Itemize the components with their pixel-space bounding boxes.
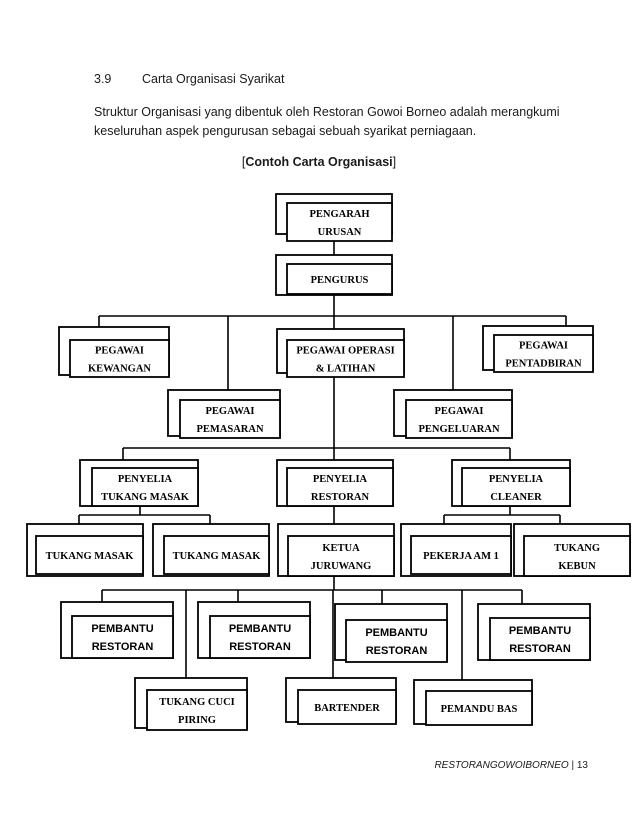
org-box-label: PEMBANTU <box>229 623 291 635</box>
org-box-frame <box>179 399 281 439</box>
org-box-label: RESTORAN <box>311 492 370 503</box>
org-box-frame <box>286 339 405 378</box>
org-box-frame <box>410 535 512 575</box>
org-box-pegawai-pengeluaran: PEGAWAI PENGELUARAN <box>393 389 513 439</box>
org-box-pengarah: PENGARAH URUSAN <box>275 193 393 242</box>
org-box-frame <box>71 615 174 659</box>
org-box-label: PEGAWAI <box>205 406 254 417</box>
org-box-penyelia-cleaner: PENYELIA CLEANER <box>451 459 571 507</box>
org-box-label: URUSAN <box>318 227 362 238</box>
org-box-pembantu-restoran-3: PEMBANTU RESTORAN <box>334 603 448 663</box>
org-box-frame <box>523 535 631 577</box>
org-box-frame <box>163 535 270 575</box>
org-box-label: RESTORAN <box>366 645 428 657</box>
chart-caption: [Contoh Carta Organisasi] <box>0 155 638 169</box>
page-footer: RESTORANGOWOIBORNEO | 13 <box>434 760 588 771</box>
org-box-bartender: BARTENDER <box>285 677 397 725</box>
org-box-label: PEGAWAI <box>434 406 483 417</box>
org-box-penyelia-restoran: PENYELIA RESTORAN <box>276 459 394 507</box>
org-box-label: TUKANG MASAK <box>173 551 262 562</box>
org-box-label: PEMBANTU <box>91 623 153 635</box>
caption-text: Contoh Carta Organisasi <box>245 155 393 169</box>
org-box-pembantu-restoran-4: PEMBANTU RESTORAN <box>477 603 591 661</box>
org-box-frame <box>286 202 393 242</box>
org-box-label: PEGAWAI <box>95 346 144 357</box>
org-box-label: JURUWANG <box>311 561 372 572</box>
org-box-label: TUKANG MASAK <box>46 551 135 562</box>
org-box-frame <box>425 690 533 726</box>
org-box-label: & LATIHAN <box>316 364 376 375</box>
org-box-label: PENTADBIRAN <box>505 359 582 370</box>
org-box-label: TUKANG MASAK <box>101 492 190 503</box>
org-box-label: BARTENDER <box>314 703 380 714</box>
org-box-pegawai-operasi: PEGAWAI OPERASI & LATIHAN <box>276 328 405 378</box>
section-title: Carta Organisasi Syarikat <box>142 72 285 86</box>
org-box-tukang-kebun: TUKANG KEBUN <box>513 523 631 577</box>
org-box-frame <box>405 399 513 439</box>
org-box-pegawai-pentadbiran: PEGAWAI PENTADBIRAN <box>482 325 594 373</box>
org-box-pekerja-am: PEKERJA AM 1 <box>400 523 512 577</box>
org-box-label: PEGAWAI <box>519 341 568 352</box>
org-chart-connectors <box>78 236 567 680</box>
org-box-label: KEWANGAN <box>88 364 151 375</box>
org-box-penyelia-tukang-masak: PENYELIA TUKANG MASAK <box>79 459 199 507</box>
org-box-pemandu-bas: PEMANDU BAS <box>413 679 533 726</box>
org-box-frame <box>35 535 144 575</box>
org-box-frame <box>146 689 248 731</box>
page-number: 13 <box>576 760 588 771</box>
org-box-frame <box>493 334 594 373</box>
footer-label: RESTORANGOWOIBORNEO <box>434 760 569 771</box>
org-box-frame <box>286 263 393 295</box>
org-box-label: PENGELUARAN <box>418 424 500 435</box>
org-box-label: PENGURUS <box>311 275 369 286</box>
org-box-label: PEMASARAN <box>196 424 263 435</box>
org-box-label: PEMANDU BAS <box>441 704 518 715</box>
org-box-label: PEMBANTU <box>509 625 571 637</box>
org-box-label: PIRING <box>178 715 216 726</box>
org-box-pembantu-restoran-2: PEMBANTU RESTORAN <box>197 601 311 659</box>
org-box-label: PENYELIA <box>118 474 173 485</box>
org-box-frame <box>91 467 199 507</box>
org-box-label: RESTORAN <box>509 643 571 655</box>
org-box-pembantu-restoran-1: PEMBANTU RESTORAN <box>60 601 174 659</box>
org-box-label: PEKERJA AM 1 <box>423 551 499 562</box>
org-box-label: PENYELIA <box>313 474 368 485</box>
org-box-label: PEGAWAI OPERASI <box>296 346 394 357</box>
org-box-label: PENYELIA <box>489 474 544 485</box>
org-box-tukang-masak-2: TUKANG MASAK <box>152 523 270 577</box>
org-box-label: PENGARAH <box>309 209 369 220</box>
org-box-label: RESTORAN <box>229 641 291 653</box>
org-box-tukang-masak-1: TUKANG MASAK <box>26 523 144 577</box>
section-number: 3.9 <box>94 72 112 86</box>
org-box-label: TUKANG <box>554 543 600 554</box>
org-box-pengurus: PENGURUS <box>275 254 393 296</box>
org-box-frame <box>209 615 311 659</box>
org-box-frame <box>286 467 394 507</box>
org-box-tukang-cuci-piring: TUKANG CUCI PIRING <box>134 677 248 731</box>
section-heading: 3.9 Carta Organisasi Syarikat <box>94 72 284 86</box>
org-chart-boxes: PENGARAHURUSANPENGURUSPEGAWAIKEWANGANPEG… <box>26 193 631 731</box>
org-box-pegawai-kewangan: PEGAWAI KEWANGAN <box>58 326 170 378</box>
caption-close-bracket: ] <box>392 155 397 169</box>
caption-open-bracket: [ <box>241 155 246 169</box>
org-box-frame <box>287 535 395 577</box>
org-box-frame <box>345 619 448 663</box>
org-box-frame <box>297 689 397 725</box>
org-box-label: KETUA <box>322 543 360 554</box>
org-box-label: KEBUN <box>558 561 596 572</box>
org-box-frame <box>69 339 170 378</box>
org-box-frame <box>461 467 571 507</box>
org-box-frame <box>489 617 591 661</box>
org-box-pegawai-pemasaran: PEGAWAI PEMASARAN <box>167 389 281 439</box>
org-box-label: RESTORAN <box>92 641 154 653</box>
org-box-ketua-juruwang: KETUA JURUWANG <box>277 523 395 577</box>
org-box-label: PEMBANTU <box>365 627 427 639</box>
footer-separator: | <box>568 760 577 771</box>
org-box-label: CLEANER <box>490 492 542 503</box>
org-box-label: TUKANG CUCI <box>159 697 235 708</box>
intro-paragraph: Struktur Organisasi yang dibentuk oleh R… <box>94 105 560 138</box>
